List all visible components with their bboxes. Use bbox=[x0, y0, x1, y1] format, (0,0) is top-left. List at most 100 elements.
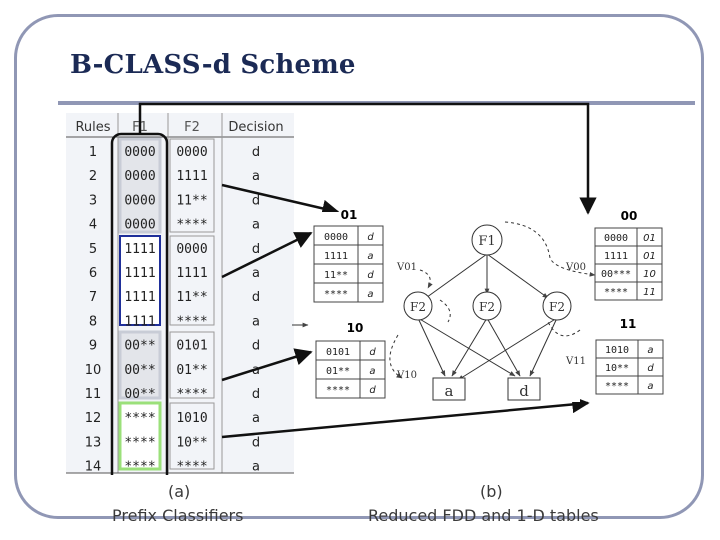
rule-f1: **** bbox=[124, 435, 155, 450]
figure-b-sublabel: (b) bbox=[480, 482, 503, 501]
table-key: 11** bbox=[324, 270, 348, 281]
rule-f1: **** bbox=[124, 411, 155, 426]
rule-f1: 00** bbox=[124, 339, 155, 354]
table-key: 1111 bbox=[604, 251, 628, 262]
rule-f2: 0000 bbox=[176, 145, 207, 160]
header-f2: F2 bbox=[184, 120, 200, 135]
rule-f1: **** bbox=[124, 460, 155, 475]
table-10: 0101 d 01** a **** d bbox=[315, 340, 386, 399]
rule-f2: 0000 bbox=[176, 242, 207, 257]
table-key: 0101 bbox=[326, 347, 350, 358]
table-value: a bbox=[367, 251, 373, 262]
rule-f2: **** bbox=[176, 314, 207, 329]
fdd-mid-node: F2 bbox=[479, 300, 495, 314]
rule-f1: 0000 bbox=[124, 218, 155, 233]
rule-decision: a bbox=[252, 411, 260, 426]
rule-number: 3 bbox=[89, 193, 97, 208]
rule-number: 1 bbox=[89, 145, 97, 160]
rule-f2: 1111 bbox=[176, 169, 207, 184]
table-key: 10** bbox=[605, 363, 629, 374]
rule-decision: a bbox=[252, 266, 260, 281]
rule-f2: 1111 bbox=[176, 266, 207, 281]
table-11-label: 11 bbox=[620, 317, 637, 331]
table-value: 01 bbox=[643, 251, 656, 262]
rule-decision: d bbox=[252, 339, 260, 354]
edge-label-v10: V10 bbox=[396, 370, 417, 381]
table-value: 11 bbox=[643, 287, 656, 298]
rule-f1: 1111 bbox=[124, 290, 155, 305]
rule-number: 6 bbox=[89, 266, 97, 281]
table-01-label: 01 bbox=[341, 208, 358, 222]
table-key: 00*** bbox=[601, 269, 631, 280]
rule-decision: d bbox=[252, 145, 260, 160]
rule-number: 7 bbox=[89, 290, 97, 305]
fdd-right-node: F2 bbox=[549, 300, 565, 314]
table-value: a bbox=[369, 366, 375, 377]
table-key: **** bbox=[604, 287, 628, 298]
rule-f2: 01** bbox=[176, 363, 207, 378]
rule-f1: 0000 bbox=[124, 145, 155, 160]
table-value: d bbox=[367, 232, 374, 243]
table-key: **** bbox=[605, 381, 629, 392]
rule-number: 4 bbox=[89, 218, 97, 233]
rule-decision: d bbox=[252, 387, 260, 402]
edge-label-v01: V01 bbox=[396, 262, 417, 273]
edge-label-v00: V00 bbox=[565, 262, 586, 273]
rule-f2: **** bbox=[176, 460, 207, 475]
rule-f1: 00** bbox=[124, 387, 155, 402]
table-cell bbox=[637, 375, 664, 395]
table-cell bbox=[359, 378, 386, 399]
table-value: d bbox=[369, 385, 376, 396]
figure-a-sublabel: (a) bbox=[168, 482, 191, 501]
edge-label-v11: V11 bbox=[565, 356, 586, 367]
table-10-label: 10 bbox=[347, 321, 364, 335]
rule-decision: a bbox=[252, 314, 260, 329]
arrow-to-table-10 bbox=[221, 348, 313, 382]
rule-f1: 0000 bbox=[124, 193, 155, 208]
rule-f2: 10** bbox=[176, 435, 207, 450]
table-value: d bbox=[367, 270, 374, 281]
table-cell bbox=[357, 282, 384, 303]
fdd-leaf-d: d bbox=[519, 382, 529, 400]
rule-f1: 0000 bbox=[124, 169, 155, 184]
rule-f1: 1111 bbox=[124, 242, 155, 257]
table-value: a bbox=[647, 345, 653, 356]
rule-f2: **** bbox=[176, 218, 207, 233]
table-value: 01 bbox=[643, 233, 656, 244]
rule-f2: 11** bbox=[176, 290, 207, 305]
rule-f2: **** bbox=[176, 387, 207, 402]
table-cell bbox=[636, 281, 663, 301]
slide-title: B-CLASS-d Scheme bbox=[70, 50, 356, 80]
bottom-mask bbox=[40, 475, 680, 499]
rule-decision: a bbox=[252, 218, 260, 233]
table-key: 1010 bbox=[605, 345, 629, 356]
table-key: **** bbox=[326, 385, 350, 396]
table-key: 01** bbox=[326, 366, 350, 377]
rule-number: 8 bbox=[89, 314, 97, 329]
table-00-label: 00 bbox=[621, 209, 638, 223]
rule-decision: d bbox=[252, 290, 260, 305]
table-value: d bbox=[369, 347, 376, 358]
rule-number: 13 bbox=[85, 435, 102, 450]
header-rules: Rules bbox=[75, 120, 110, 135]
rule-number: 11 bbox=[85, 387, 102, 402]
fdd-root-node: F1 bbox=[478, 234, 495, 249]
rule-number: 5 bbox=[89, 242, 97, 257]
rule-number: 10 bbox=[85, 363, 102, 378]
fdd-left-node: F2 bbox=[410, 300, 426, 314]
rule-decision: a bbox=[252, 460, 260, 475]
arrow-to-table-01-from-blue bbox=[221, 231, 313, 279]
rule-f1: 1111 bbox=[124, 314, 155, 329]
arrow-to-table-00 bbox=[138, 102, 597, 215]
table-value: 10 bbox=[643, 269, 656, 280]
rule-f1: 00** bbox=[124, 363, 155, 378]
figure-b-caption: Reduced FDD and 1-D tables bbox=[368, 506, 599, 525]
header-decision: Decision bbox=[228, 120, 283, 135]
rule-decision: d bbox=[252, 242, 260, 257]
rule-decision: d bbox=[252, 435, 260, 450]
